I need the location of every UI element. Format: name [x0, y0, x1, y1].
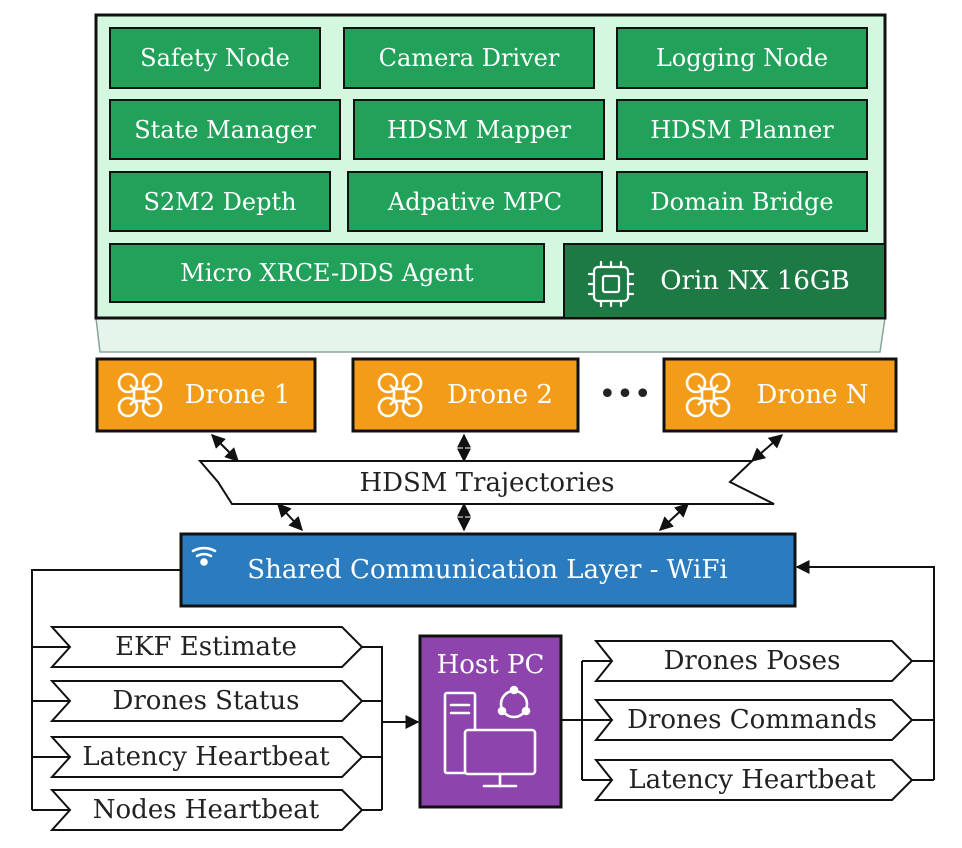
- drone-icon: [377, 372, 423, 418]
- node-planner-label: HDSM Planner: [650, 115, 834, 144]
- dronen-up-arrow: [750, 434, 784, 462]
- node-box-xrce: [109, 243, 545, 303]
- node-box-safety: [109, 27, 321, 89]
- drone1-up-arrow: [211, 434, 239, 462]
- drone-2-label: Drone 2: [447, 380, 553, 410]
- node-box-camera: [343, 27, 595, 89]
- to-comm-arrow: [795, 560, 935, 661]
- msg-ekf-label: EKF Estimate: [115, 632, 297, 662]
- node-box-mpc: [347, 171, 603, 232]
- msg-latency-left-label: Latency Heartbeat: [82, 742, 330, 772]
- node-box-mapper: [353, 99, 605, 160]
- node-camera-label: Camera Driver: [378, 44, 560, 72]
- msg-ekf-shape: [49, 626, 364, 668]
- msg-latency-left-shape: [49, 736, 364, 778]
- node-xrce-label: Micro XRCE-DDS Agent: [180, 259, 474, 287]
- node-box-depth: [109, 171, 331, 232]
- drone-1-label: Drone 1: [184, 380, 291, 410]
- computer-icon: [443, 685, 537, 788]
- drone1-down-arrow: [277, 502, 303, 532]
- comm-layer-box: [179, 532, 797, 608]
- dronen-down-arrow: [658, 503, 690, 531]
- chip-icon: [587, 260, 635, 308]
- node-mapper-label: HDSM Mapper: [386, 115, 572, 144]
- drone-icon: [117, 372, 163, 418]
- msg-latency-right-shape: [593, 759, 914, 801]
- node-domain-bridge-label: Domain Bridge: [650, 187, 834, 216]
- trajectories-label: HDSM Trajectories: [359, 467, 615, 498]
- drone-box-2: [351, 357, 580, 433]
- msg-status-shape: [49, 680, 364, 722]
- orin-label: Orin NX 16GB: [660, 266, 850, 296]
- node-mpc-label: Adpative MPC: [387, 187, 563, 216]
- drones-ellipsis: •••: [598, 376, 652, 412]
- msg-status-label: Drones Status: [112, 686, 300, 716]
- msg-poses-label: Drones Poses: [663, 646, 841, 676]
- node-box-domain-bridge: [616, 171, 868, 232]
- host-pc-box: [418, 634, 563, 809]
- panel-callout: [95, 317, 886, 353]
- msg-nodes-label: Nodes Heartbeat: [92, 795, 320, 825]
- orin-box: [563, 243, 886, 319]
- drone-icon: [685, 372, 731, 418]
- msg-latency-right-label: Latency Heartbeat: [628, 765, 876, 795]
- inbound-collector-line: [362, 646, 383, 810]
- msg-nodes-shape: [49, 789, 364, 831]
- node-box-logging: [616, 27, 868, 89]
- node-safety-label: Safety Node: [140, 44, 290, 72]
- trajectories-shape: [197, 460, 775, 505]
- comm-layer-label: Shared Communication Layer - WiFi: [247, 555, 728, 585]
- msg-poses-shape: [593, 640, 914, 682]
- msg-commands-label: Drones Commands: [627, 705, 877, 735]
- msg-commands-shape: [593, 699, 914, 741]
- host-pc-label: Host PC: [436, 650, 545, 680]
- node-state-manager-label: State Manager: [134, 115, 316, 144]
- inbound-bus-line: [31, 569, 181, 810]
- node-logging-label: Logging Node: [655, 44, 829, 72]
- drone-n-label: Drone N: [756, 380, 869, 410]
- node-box-planner: [616, 99, 868, 160]
- node-depth-label: S2M2 Depth: [143, 187, 297, 216]
- wifi-icon: [191, 546, 217, 566]
- node-box-state-manager: [109, 99, 341, 160]
